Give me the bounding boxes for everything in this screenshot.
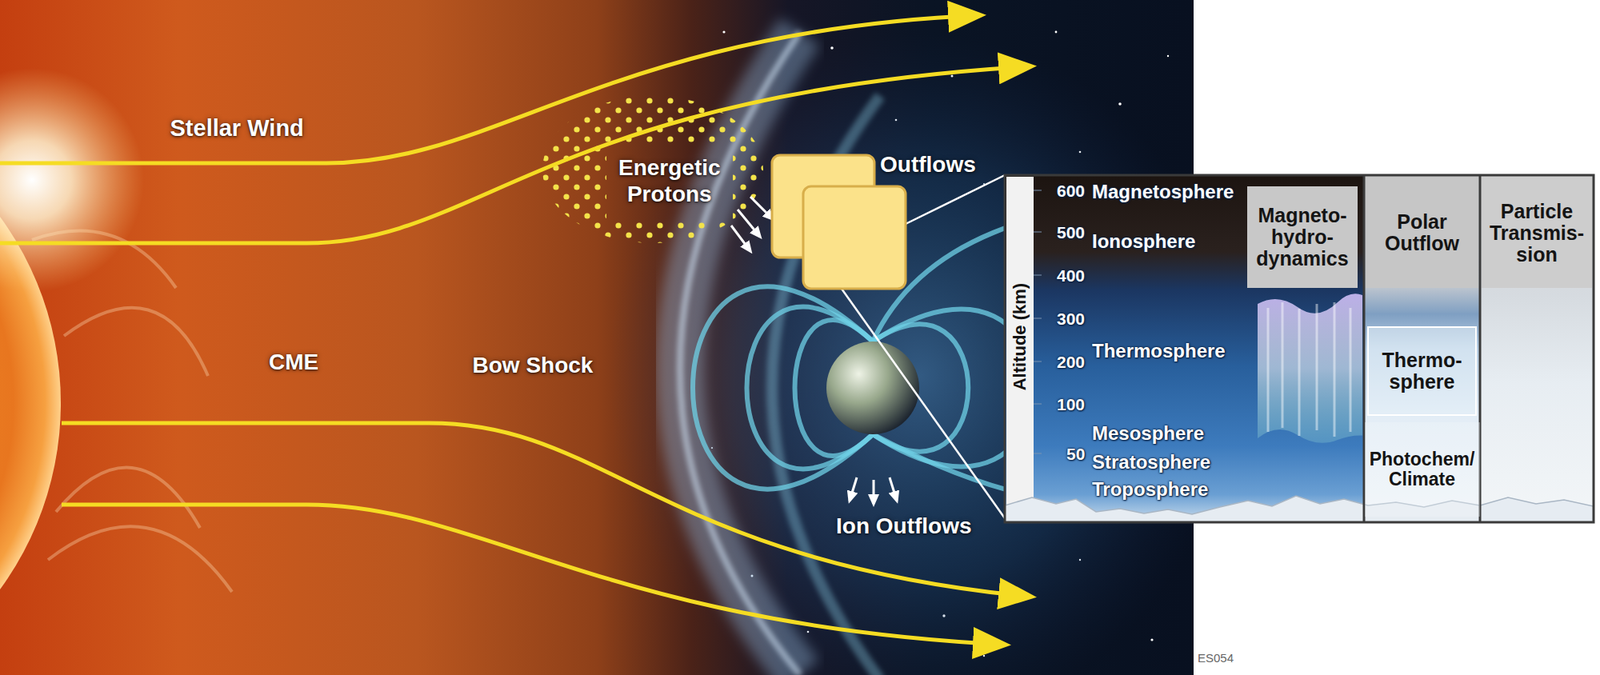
box-text: Photochem/ Climate: [1369, 449, 1476, 490]
region-label: Bow Shock: [472, 353, 594, 379]
layer-name: Stratosphere: [1092, 452, 1211, 473]
proton-arrows: [731, 196, 773, 252]
layer-name: Thermosphere: [1092, 340, 1226, 362]
box-text: Magneto- hydro- dynamics: [1256, 204, 1348, 270]
atmosphere-inset: [1004, 175, 1594, 523]
region-label: Stellar Wind: [170, 116, 304, 142]
column-header: Polar Outflow: [1365, 177, 1479, 288]
layer-box: Thermo- sphere: [1367, 326, 1477, 416]
layer-name: Magnetosphere: [1092, 181, 1234, 203]
layer-name: Mesosphere: [1092, 423, 1204, 444]
altitude-ticks: [1033, 190, 1042, 454]
column-header: Particle Transmis- sion: [1481, 177, 1592, 288]
layer-box: Photochem/ Climate: [1364, 422, 1480, 517]
axis-title: Altitude (km): [1010, 283, 1030, 391]
layer-name: Troposphere: [1092, 479, 1208, 500]
watermark: ES054: [1197, 652, 1234, 666]
aurora: [1257, 293, 1363, 444]
axis-tick: 300: [1056, 309, 1085, 328]
axis-strip: [1006, 176, 1034, 521]
energetic-proton-dots: [0, 0, 1194, 675]
layer-name: Ionosphere: [1092, 231, 1196, 252]
stellar-wind-arrows: [0, 15, 1031, 645]
axis-tick: 400: [1056, 266, 1085, 285]
inset-border: [1004, 175, 1594, 523]
box-text: Thermo- sphere: [1382, 349, 1463, 393]
region-label: CME: [268, 350, 319, 376]
axis-tick: 600: [1056, 181, 1085, 200]
column-dividers: [1364, 175, 1480, 523]
axis-tick: 100: [1056, 395, 1085, 414]
region-label: Outflows: [880, 152, 976, 178]
process-box: Magneto- hydro- dynamics: [1247, 186, 1358, 288]
region-label: Ion Outflows: [836, 514, 972, 540]
atmosphere-sky: [1004, 175, 1594, 523]
axis-tick: 50: [1066, 444, 1085, 464]
axis-tick: 500: [1056, 223, 1085, 242]
space-scene: [0, 0, 1194, 675]
space-background: [0, 0, 1194, 675]
region-label: Energetic Protons: [618, 154, 721, 208]
particle-column: [1480, 175, 1594, 523]
polar-column: [1364, 175, 1480, 523]
axis-tick: 200: [1056, 352, 1085, 372]
ion-outflow-arrows: [849, 477, 897, 504]
box-text: Particle Transmis- sion: [1489, 200, 1584, 266]
box-text: Polar Outflow: [1384, 211, 1460, 255]
